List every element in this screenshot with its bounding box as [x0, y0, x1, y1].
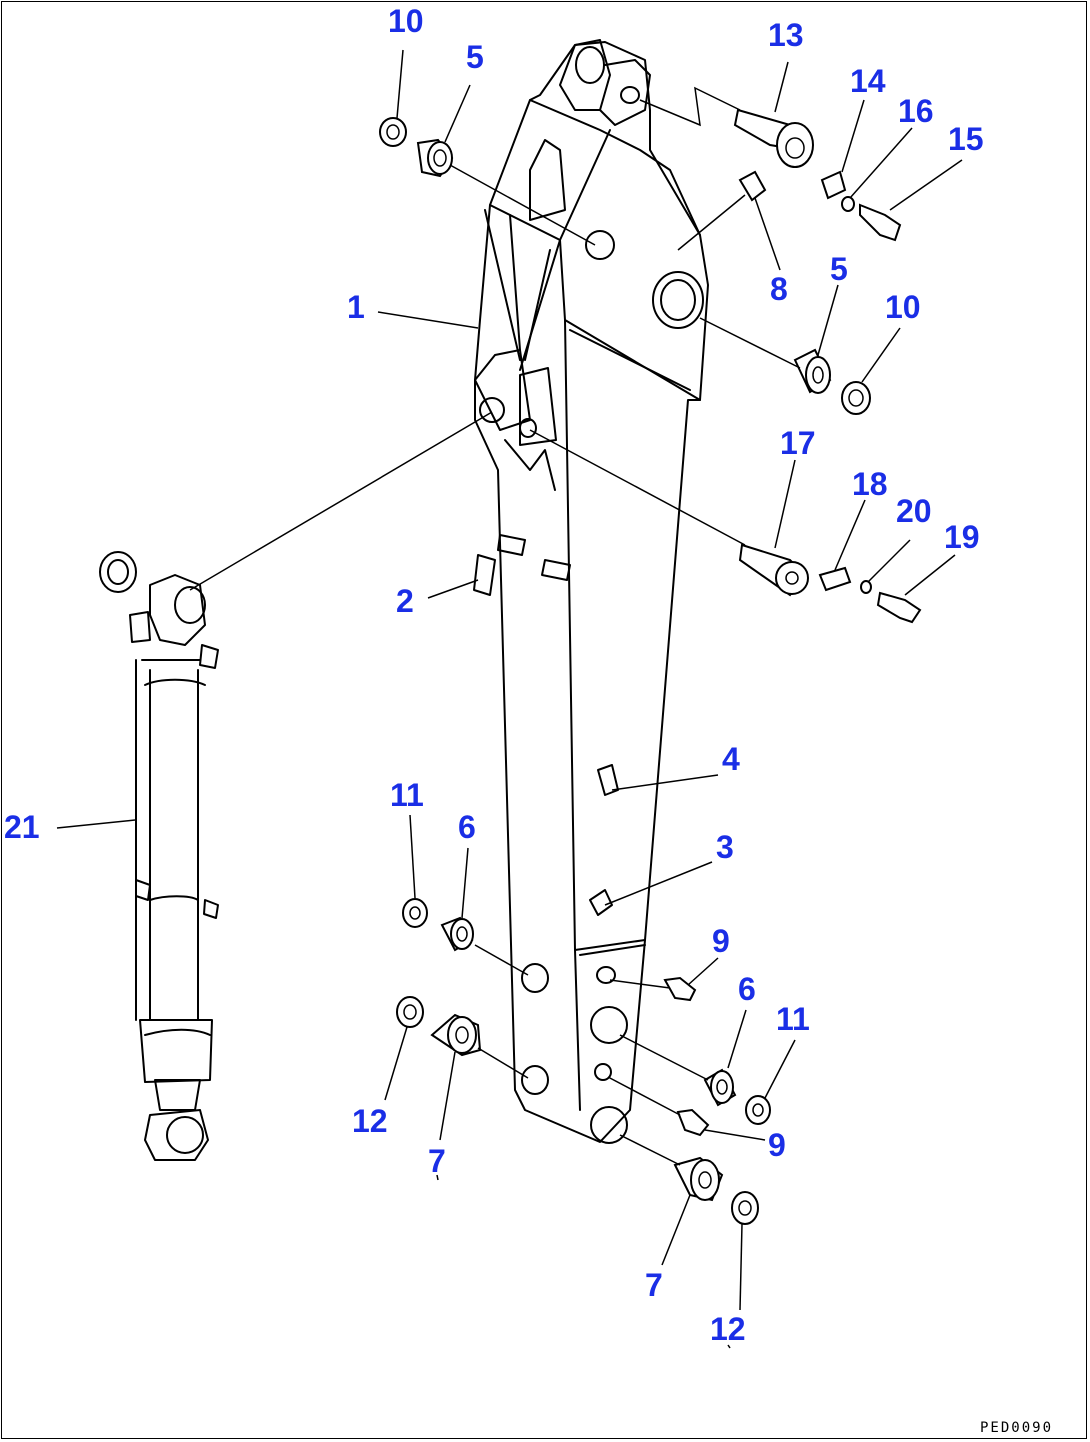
callout-1: 1	[347, 289, 365, 325]
callout-16: 16	[898, 93, 934, 129]
callout-14: 14	[850, 63, 886, 99]
part-pin-17	[738, 543, 809, 597]
part-shim-12-right	[731, 1191, 759, 1225]
part-shim-11-left	[402, 898, 428, 928]
drawing-code: PED0090	[980, 1420, 1053, 1436]
callout-11-left: 11	[390, 777, 424, 813]
part-bushing-6-right	[703, 1068, 737, 1107]
part-shim-12-left	[396, 996, 424, 1028]
leader-lines	[56, 49, 963, 1349]
callout-2: 2	[396, 583, 414, 619]
part-plate-18	[818, 566, 852, 592]
part-grease-fitting-9-lower	[676, 1108, 710, 1137]
callout-6-left: 6	[458, 809, 476, 845]
part-plate-14	[820, 170, 847, 200]
callout-12-left: 12	[352, 1103, 388, 1139]
part-pin-13	[733, 108, 814, 168]
callout-7-left: 7	[428, 1143, 446, 1179]
callout-9-lower: 9	[768, 1127, 786, 1163]
callout-3: 3	[716, 829, 734, 865]
callout-11-right: 11	[776, 1001, 810, 1037]
callout-8: 8	[770, 271, 788, 307]
part-washer-16	[841, 196, 855, 212]
part-bushing-6-left	[440, 916, 474, 952]
part-shims-10-top	[379, 117, 407, 147]
callout-9-upper: 9	[712, 923, 730, 959]
callout-10-top: 10	[388, 3, 424, 39]
callout-20: 20	[896, 493, 932, 529]
part-bolt-19	[876, 591, 922, 624]
part-bolt-15	[859, 203, 902, 242]
part-shims-10-right	[841, 381, 871, 415]
callout-19: 19	[944, 519, 980, 555]
callout-15: 15	[948, 121, 984, 157]
callout-5-top: 5	[466, 39, 484, 75]
callout-17: 17	[780, 425, 816, 461]
arm-body	[473, 39, 709, 1144]
part-fitting-8	[738, 170, 767, 202]
callout-13: 13	[768, 17, 804, 53]
part-bushing-7-left	[430, 1013, 482, 1057]
callout-5-right: 5	[830, 251, 848, 287]
callout-4: 4	[722, 741, 740, 777]
callout-6-right: 6	[738, 971, 756, 1007]
assembly-lines	[189, 86, 801, 1166]
callout-18: 18	[852, 466, 888, 502]
part-bushing-7-right	[673, 1156, 724, 1202]
callout-10-right: 10	[885, 289, 921, 325]
part-bushing-5-top	[416, 138, 454, 178]
arm-cylinder	[99, 551, 219, 1161]
part-washer-20	[860, 580, 872, 594]
callout-12-right: 12	[710, 1311, 746, 1347]
part-grease-fitting-9-upper	[663, 976, 697, 1002]
part-shim-11-right	[745, 1095, 771, 1125]
callout-7-right: 7	[645, 1267, 663, 1303]
callout-21: 21	[4, 809, 40, 845]
callout-labels: 10 5 13 14 16 15 1 8 5 10 17 18 20 19 2 …	[4, 3, 984, 1347]
part-bushing-5-right	[793, 348, 832, 394]
